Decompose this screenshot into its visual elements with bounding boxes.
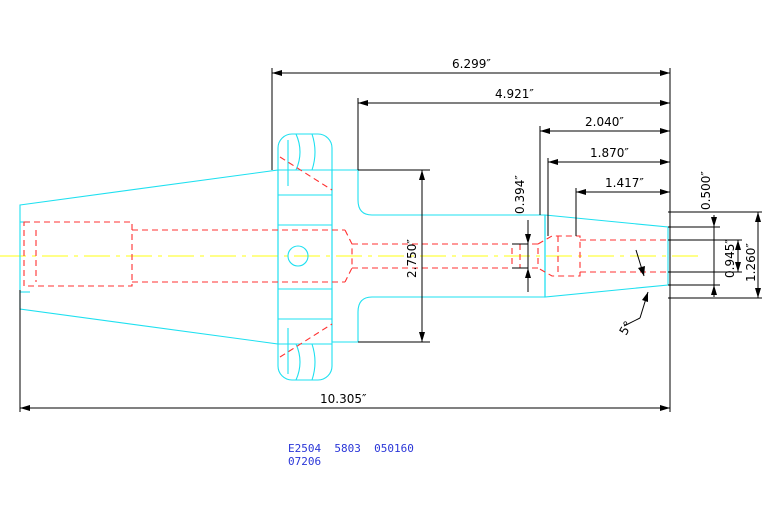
dim-taper-angle: 5° (616, 319, 635, 338)
drive-key-hole (287, 245, 309, 267)
dim-nose-dia: 1.260″ (744, 243, 758, 282)
part-code-line-2: 07206 (288, 455, 321, 468)
part-code-line-1: E2504 5803 050160 (288, 442, 414, 455)
dim-overall-length: 10.305″ (320, 392, 367, 406)
taper-shank (19, 169, 279, 345)
dim-bore-depth-3: 1.417″ (605, 176, 644, 190)
dim-bore-depth-2: 1.870″ (590, 146, 629, 160)
dim-bore-dia-b: 0.945″ (723, 239, 737, 278)
dimension-lines (19, 68, 762, 412)
dim-shank: 4.921″ (495, 87, 534, 101)
flange (277, 133, 333, 381)
tool-holder-outline (19, 133, 669, 381)
dim-bore-dia-a: 0.500″ (699, 171, 713, 210)
dim-pilot-dia: 0.394″ (513, 175, 527, 214)
dim-body-dia: 2.750″ (405, 239, 419, 278)
hidden-features (23, 156, 668, 358)
dimension-labels: 6.299″ 4.921″ 2.040″ 1.870″ 1.417″ 10.30… (320, 57, 758, 406)
dim-overall-top: 6.299″ (452, 57, 491, 71)
dim-bore-depth-1: 2.040″ (585, 115, 624, 129)
part-code: E2504 5803 050160 07206 (288, 442, 414, 468)
